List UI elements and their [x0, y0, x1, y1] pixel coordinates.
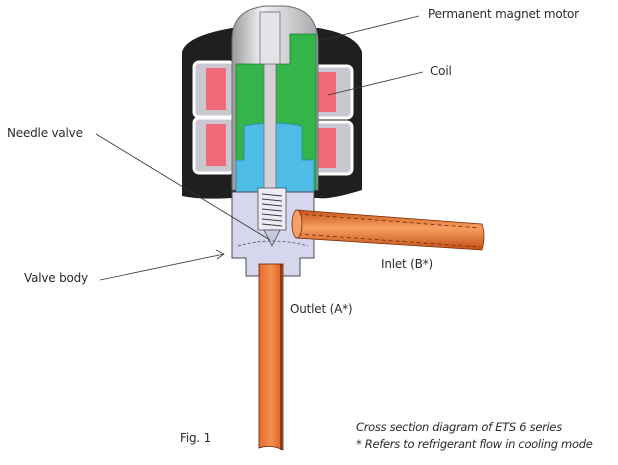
figure-number: Fig. 1 [180, 431, 212, 445]
shaft-sleeve [259, 11, 281, 65]
label-permanent-magnet-motor: Permanent magnet motor [428, 7, 579, 21]
figure-caption-footnote: * Refers to refrigerant flow in cooling … [356, 437, 593, 451]
label-valve-body: Valve body [24, 271, 88, 285]
inlet-pipe-wall-bottom [297, 233, 481, 248]
coil-winding-left-bottom [206, 124, 226, 166]
inlet-pipe-wall-top [297, 213, 481, 229]
leader-valve-body [99, 253, 225, 281]
leader-coil [327, 71, 424, 96]
coil-winding-right-top [318, 72, 336, 112]
inlet-pipe-end [291, 209, 303, 239]
orifice-dash [237, 240, 309, 247]
coil-winding-right-bottom [318, 128, 336, 168]
label-outlet: Outlet (A*) [290, 302, 353, 316]
coil-winding-left-top [206, 68, 226, 110]
needle-spring [261, 193, 283, 227]
arrowhead-valve-body [215, 249, 225, 260]
needle-tip [263, 229, 281, 247]
label-inlet: Inlet (B*) [381, 257, 433, 271]
leader-needle [95, 133, 271, 241]
label-coil: Coil [430, 64, 452, 78]
outlet-pipe [258, 263, 284, 451]
figure-caption-title: Cross section diagram of ETS 6 series [356, 420, 562, 434]
leader-motor [321, 15, 420, 41]
label-needle-valve: Needle valve [7, 126, 83, 140]
